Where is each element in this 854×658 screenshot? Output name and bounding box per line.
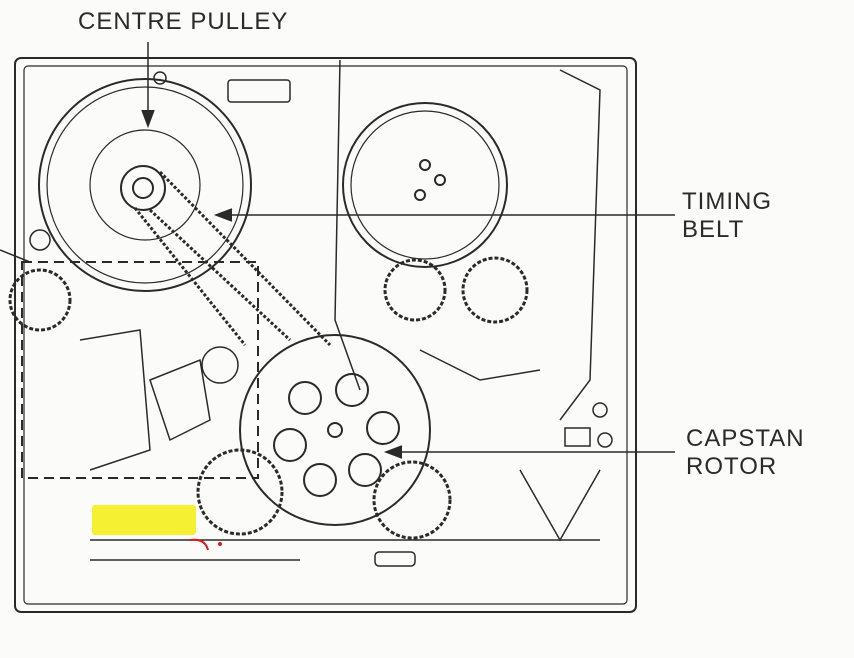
- leader-lines: [0, 42, 675, 459]
- dashed-region: [21, 261, 259, 479]
- red-dot: [218, 542, 222, 546]
- timing-belt: [133, 170, 332, 347]
- timing-belt-label-line1: TIMING: [682, 188, 772, 215]
- capstan-rotor: [239, 334, 431, 526]
- capstan-rotor-label-line2: ROTOR: [686, 453, 778, 480]
- chassis-outline: [14, 57, 637, 613]
- centre-pulley: [38, 78, 252, 292]
- right-disc: [342, 102, 508, 268]
- centre-pulley-label: CENTRE PULLEY: [78, 8, 289, 35]
- highlight-marker: [92, 505, 196, 535]
- timing-belt-label-line2: BELT: [682, 216, 745, 243]
- capstan-rotor-label-line1: CAPSTAN: [686, 425, 805, 452]
- gears: [8, 256, 529, 540]
- red-marker: [189, 538, 209, 551]
- levers-and-parts: [29, 59, 613, 567]
